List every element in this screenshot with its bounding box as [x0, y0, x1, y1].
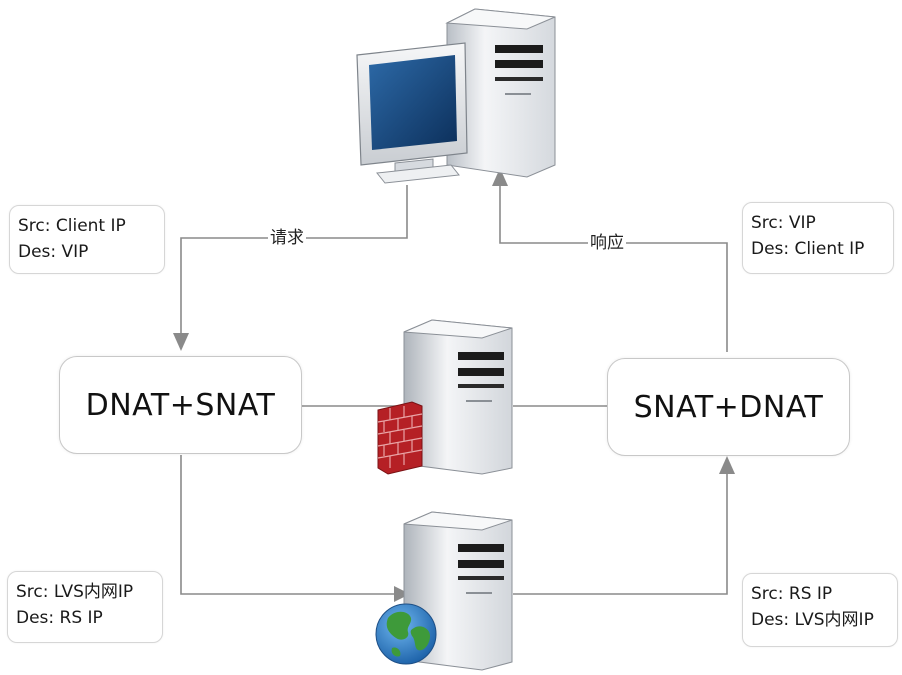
note-top-left-line1: Src: Client IP: [18, 216, 126, 236]
note-top-left-line2: Des: VIP: [18, 242, 89, 262]
note-top-right: Src: VIP Des: Client IP: [742, 202, 894, 274]
rs-return-arrowhead: [719, 456, 735, 474]
dnat-snat-box: DNAT+SNAT: [59, 356, 302, 454]
request-arrowhead: [173, 333, 189, 351]
forward-to-rs-connector: [180, 455, 400, 595]
firewall-server-icon: [377, 319, 513, 475]
response-connector: [499, 172, 728, 352]
web-server-globe-icon: [375, 511, 513, 671]
request-label: 请求: [268, 228, 306, 248]
response-label: 响应: [588, 233, 626, 253]
desktop-computer-icon: [356, 8, 556, 184]
real-server: [370, 510, 520, 671]
note-bottom-left-line1: Src: LVS内网IP: [16, 582, 134, 602]
note-bottom-left-line2: Des: RS IP: [16, 608, 103, 628]
note-bottom-left: Src: LVS内网IP Des: RS IP: [7, 571, 163, 643]
note-top-right-line2: Des: Client IP: [751, 239, 865, 259]
note-bottom-right-line2: Des: LVS内网IP: [751, 610, 874, 630]
response-arrowhead: [492, 168, 508, 186]
firewall-icon: [377, 401, 423, 475]
note-bottom-right-line1: Src: RS IP: [751, 584, 833, 604]
note-top-left: Src: Client IP Des: VIP: [9, 205, 165, 274]
forward-to-rs-arrowhead: [394, 586, 410, 602]
note-bottom-right: Src: RS IP Des: LVS内网IP: [742, 573, 898, 647]
note-top-right-line1: Src: VIP: [751, 213, 816, 233]
client-computer: [355, 5, 560, 185]
snat-dnat-box: SNAT+DNAT: [607, 358, 850, 456]
globe-icon: [375, 603, 437, 665]
rs-return-connector: [513, 466, 728, 595]
lvs-server: [370, 318, 520, 476]
